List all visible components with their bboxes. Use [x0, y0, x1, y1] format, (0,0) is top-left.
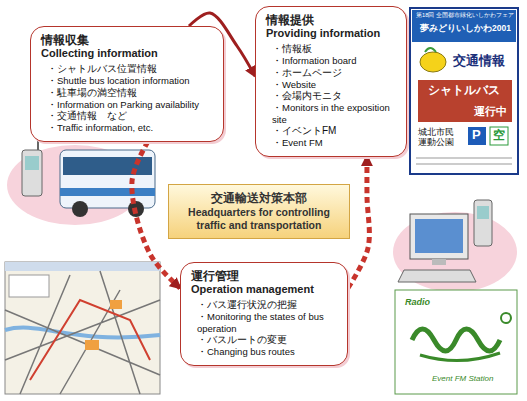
logo-text: Event FM Station: [432, 374, 493, 383]
board-line: 運行中: [474, 105, 507, 118]
bullet-item: ・Traffic information, etc.: [41, 122, 215, 134]
map-route: [30, 300, 150, 380]
monitor-stand: [432, 259, 446, 265]
monitor: [410, 214, 468, 259]
bullet-item: ・バスルートの変更: [191, 334, 339, 346]
board-place: 城北市民 運動公園: [418, 127, 458, 148]
board-band: [412, 10, 516, 42]
bullet-item: ・ホームページ: [266, 67, 398, 79]
bus-wheel: [72, 201, 88, 217]
box-heading: Providing information: [266, 27, 398, 40]
vacant-symbol: 空: [493, 129, 505, 143]
pink-ground: [393, 212, 517, 292]
process-box: 情報提供Providing information ・情報板・Informatio…: [255, 6, 407, 157]
map-screen: [5, 262, 160, 394]
monitor-screen: [415, 219, 463, 253]
map-roads: [5, 271, 160, 394]
dashed-flow-arrow: [348, 157, 369, 289]
hub-box: 交通輸送対策本部Headquarters for controlling tra…: [168, 184, 350, 239]
bus-body: [60, 150, 155, 208]
box-heading: Collecting information: [41, 47, 215, 60]
bullet-item: ・Event FM: [266, 137, 398, 149]
bullet-item: ・駐車場の満空情報: [41, 87, 215, 99]
bullet-item: ・Information on Parking availability: [41, 99, 215, 111]
bullet-item: ・イベントFM: [266, 125, 398, 137]
map-block: [85, 340, 99, 350]
map-table: [9, 275, 49, 297]
bullet-item: ・バス運行状況の把握: [191, 299, 339, 311]
bullet-item: ・会場内モニタ: [266, 90, 398, 102]
bird-mascot: [420, 52, 446, 72]
info-board: [410, 8, 518, 174]
board-heading: 交通情報: [453, 54, 505, 69]
board-line: シャトルバス: [428, 84, 500, 98]
box-heading: Operation management: [191, 283, 339, 296]
bus-band: [418, 80, 512, 122]
box-heading: Headquarters for controlling traffic and…: [175, 206, 343, 232]
phone-antenna: [37, 140, 39, 150]
board-subtitle: 第18回 全国都市緑化いしかわフェア: [416, 12, 514, 19]
process-box: 情報収集Collecting information ・シャトルバス位置情報・Sh…: [30, 26, 224, 142]
phone-screen: [477, 206, 489, 219]
bus-stripe: [60, 188, 155, 196]
process-box: 運行管理Operation management ・バス運行状況の把握・Monit…: [180, 262, 348, 366]
phone: [474, 200, 492, 246]
bullet-item: ・Information board: [266, 55, 398, 67]
bullet-item: ・Monitoring the states of bus operation: [191, 311, 339, 334]
box-heading: 情報提供: [266, 13, 398, 27]
bullet-item: ・情報板: [266, 43, 398, 55]
board-footer: [416, 158, 512, 159]
map-titlebar: [5, 262, 160, 271]
box-heading: 情報収集: [41, 33, 215, 47]
phone-screen: [25, 156, 39, 170]
parking-sign: [468, 127, 486, 145]
bullet-item: ・Website: [266, 79, 398, 91]
bullet-item: ・Changing bus routes: [191, 346, 339, 358]
bird-leaf: [425, 48, 436, 52]
bullet-item: ・シャトルバス位置情報: [41, 63, 215, 75]
logo-note: [501, 313, 511, 323]
phone: [22, 150, 42, 196]
bullet-item: ・Monitors in the exposition site: [266, 102, 398, 125]
bullet-item: ・交通情報 など: [41, 110, 215, 122]
board-title: 夢みどりいしかわ2001: [420, 24, 511, 34]
board-footer: [416, 164, 512, 165]
radio-logo: [395, 290, 517, 394]
box-heading: 交通輸送対策本部: [175, 191, 343, 206]
map-block: [110, 300, 122, 309]
box-heading: 運行管理: [191, 269, 339, 283]
keyboard: [398, 270, 476, 282]
vacant-sign: [490, 127, 508, 145]
logo-wave: [412, 329, 500, 351]
bullet-item: ・Shuttle bus location information: [41, 75, 215, 87]
parking-symbol: P: [472, 128, 481, 143]
logo-text: Radio: [405, 297, 430, 307]
logo-swash: [420, 353, 500, 361]
